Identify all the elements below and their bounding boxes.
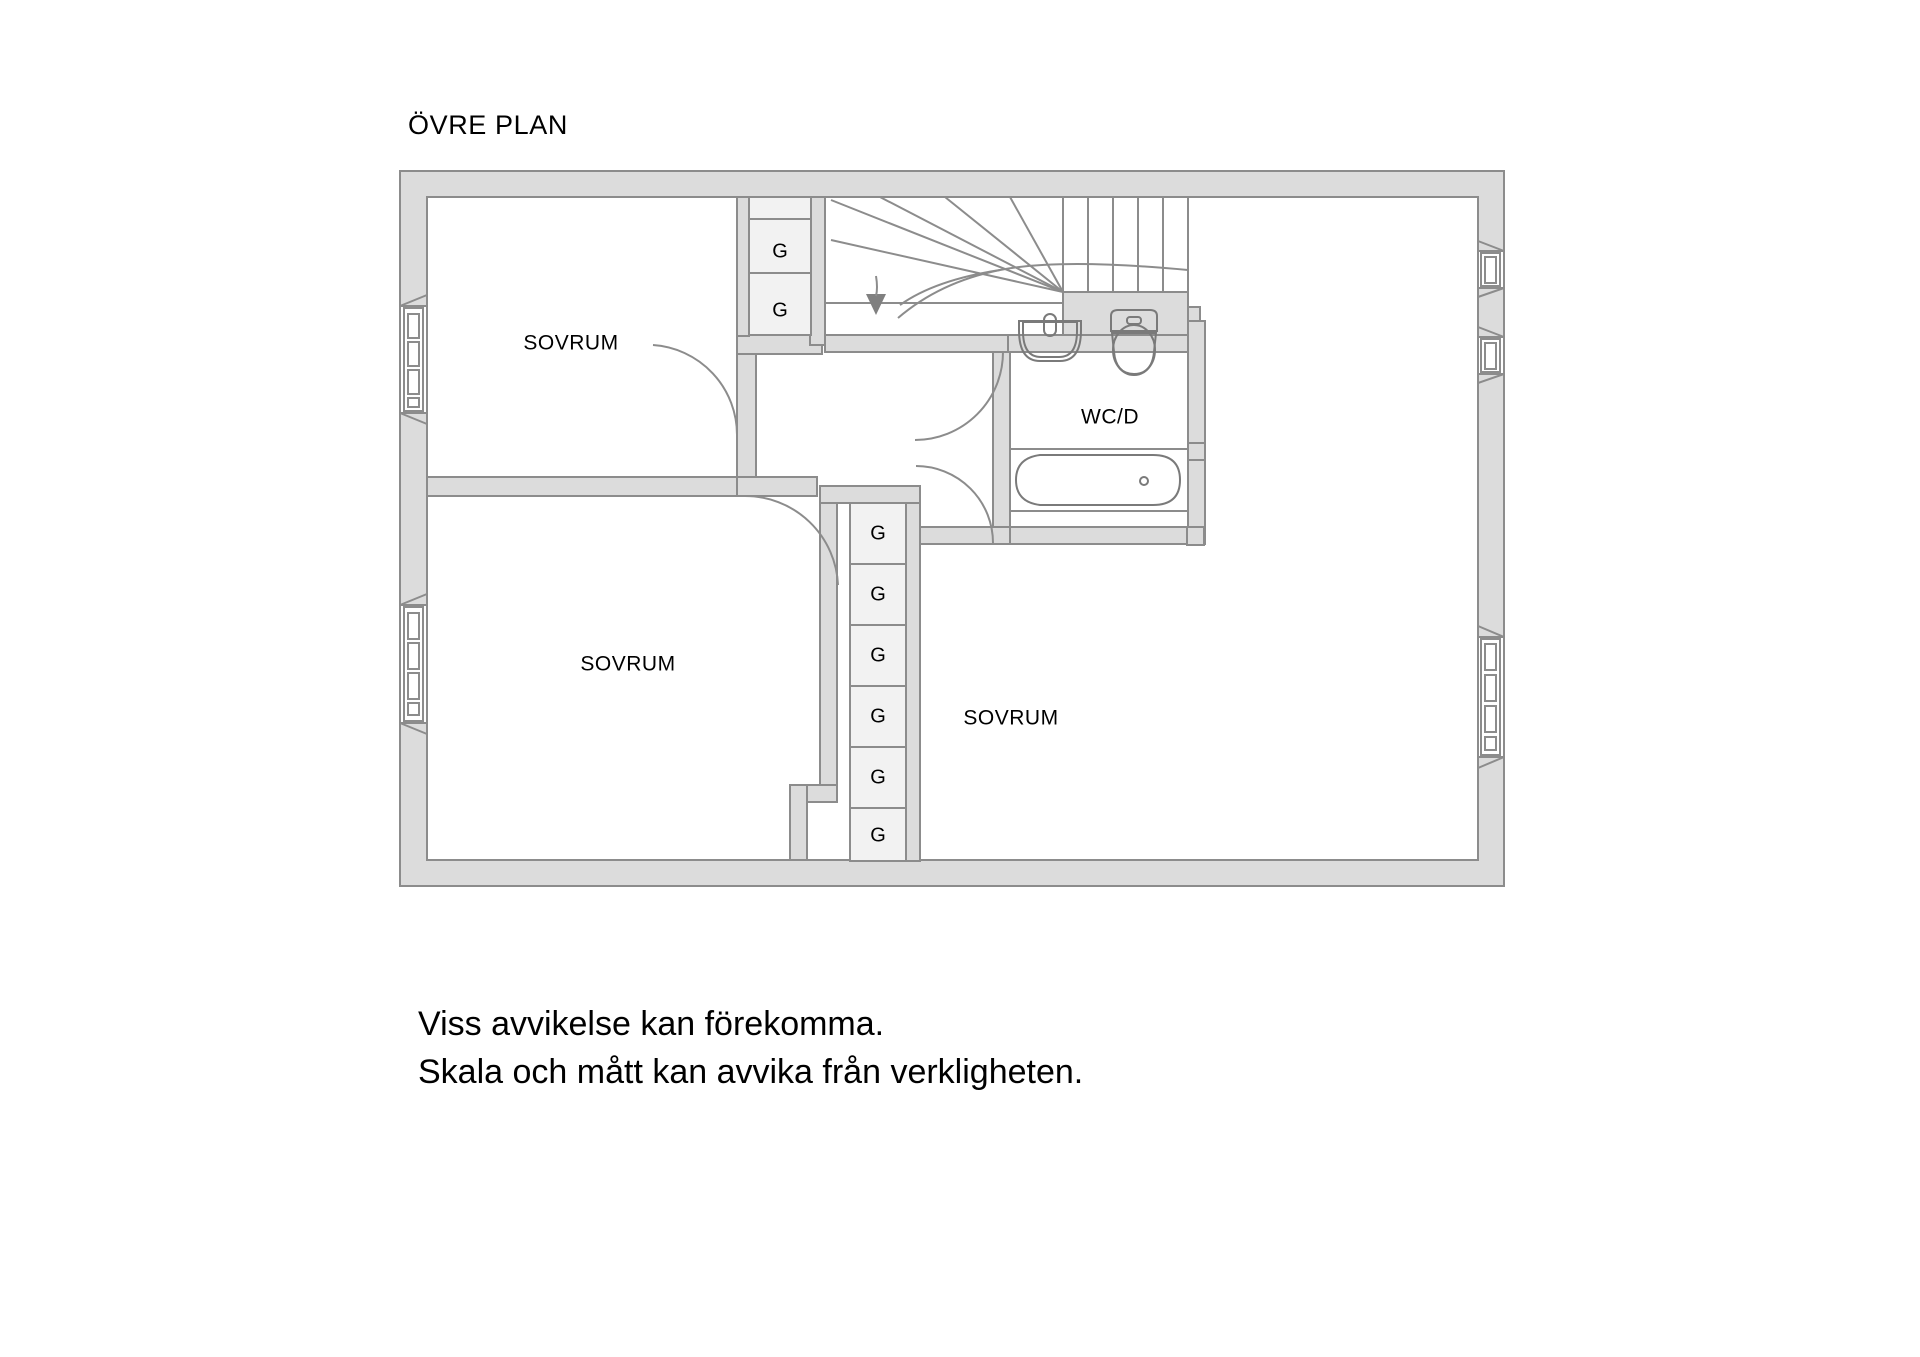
bathtub-icon [1009, 448, 1189, 512]
window-right-upper-b [1477, 326, 1505, 384]
room-label-sovrum-top-left: SOVRUM [523, 332, 618, 355]
stair-direction-arrow-icon [866, 294, 886, 315]
closet-label: G [870, 522, 886, 544]
closet-label: G [772, 299, 788, 321]
closet-column-top: G G [748, 196, 812, 336]
closet-label: G [870, 583, 886, 605]
door-bedroom-bottom-left [744, 494, 839, 586]
room-label-sovrum-bottom-left: SOVRUM [580, 653, 675, 676]
door-bathroom [914, 351, 1004, 441]
closet-label: G [772, 240, 788, 262]
closet-label: G [870, 766, 886, 788]
page-title: ÖVRE PLAN [408, 110, 568, 140]
closet-label: G [870, 824, 886, 846]
door-bedroom-top-left [652, 344, 739, 436]
washbasin-icon [1018, 313, 1082, 362]
window-left-lower [399, 593, 428, 735]
closet-g-mid-2 [849, 563, 907, 626]
closet-label: G [870, 644, 886, 666]
closet-g-mid-3 [849, 624, 907, 687]
closet-label: G [870, 705, 886, 727]
closet-g-mid-4 [849, 685, 907, 748]
window-left-upper [399, 294, 428, 425]
room-label-wc-d: WC/D [1081, 406, 1139, 429]
closet-g-top-2 [748, 272, 812, 336]
toilet-icon [1110, 309, 1158, 376]
window-right-lower [1477, 625, 1505, 769]
doors [652, 344, 1004, 586]
interior-walls [426, 196, 1206, 862]
disclaimer-caption: Viss avvikelse kan förekomma. Skala och … [418, 1000, 1518, 1096]
room-labels: SOVRUM SOVRUM SOVRUM WC/D [523, 332, 1139, 730]
windows [399, 240, 1505, 769]
staircase [824, 196, 1189, 336]
closet-g-top-1 [748, 218, 812, 274]
closet-g-mid-6 [849, 807, 907, 862]
room-label-sovrum-bottom-right: SOVRUM [963, 707, 1058, 730]
caption-line-2: Skala och mått kan avvika från verklighe… [418, 1053, 1084, 1091]
door-bedroom-bottom-right [915, 465, 994, 544]
window-right-upper-a [1477, 240, 1505, 298]
closet-column-middle: G G G G G G [849, 502, 907, 862]
caption-line-1: Viss avvikelse kan förekomma. [418, 1005, 885, 1043]
closet-g-mid-1 [849, 502, 907, 565]
bathroom-fixtures [1009, 309, 1189, 512]
closet-g-mid-5 [849, 746, 907, 809]
